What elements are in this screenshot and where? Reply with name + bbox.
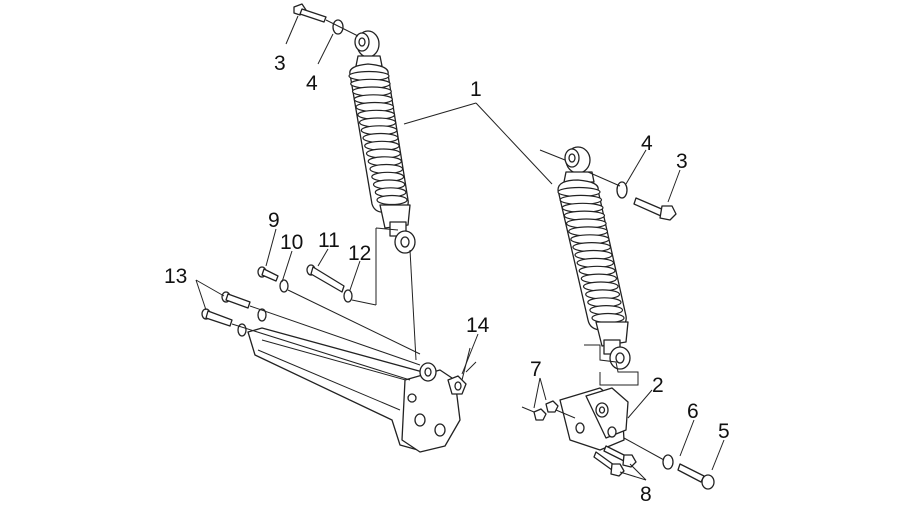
- bolt-3-right: [633, 197, 677, 221]
- right-shock-absorber: [557, 146, 631, 370]
- callout-8: 8: [640, 483, 652, 506]
- washer-12: [343, 289, 353, 303]
- bolt-13-upper: [221, 291, 267, 322]
- bolt-13-lower: [201, 308, 247, 337]
- part-14: [447, 347, 477, 395]
- swing-arm-bracket: [247, 327, 461, 453]
- bolt-3-left: [293, 3, 327, 23]
- washer-4-right: [616, 181, 628, 199]
- washer-10: [279, 279, 289, 293]
- bolt-8-lower: [593, 451, 625, 477]
- callout-11: 11: [318, 229, 340, 252]
- callout-2: 2: [652, 374, 664, 397]
- callout-7: 7: [530, 358, 542, 381]
- callout-14: 14: [466, 314, 490, 337]
- callout-labels: 1 3 4 4 3 9 10 11 12 13 14 7 2 6 5 8: [164, 52, 730, 506]
- leader-lines: [195, 15, 725, 481]
- bolt-5: [677, 463, 715, 490]
- callout-3-right: 3: [676, 150, 688, 173]
- callout-13: 13: [164, 265, 187, 288]
- callout-10: 10: [280, 231, 303, 254]
- nut-7-upper: [545, 400, 559, 413]
- left-shock-absorber: [348, 30, 416, 254]
- bolt-9: [257, 266, 279, 282]
- washer-6: [662, 454, 674, 470]
- washer-4-left: [332, 19, 344, 35]
- callout-9: 9: [268, 209, 280, 232]
- nut-7-lower: [533, 408, 547, 421]
- callout-1: 1: [470, 78, 482, 101]
- bolt-8-upper: [603, 445, 637, 468]
- bolt-11: [306, 264, 345, 293]
- callout-12: 12: [348, 242, 371, 265]
- callout-5: 5: [718, 420, 730, 443]
- callout-4-right: 4: [641, 132, 653, 155]
- bracket-2: [559, 387, 629, 451]
- callout-4-left: 4: [306, 72, 318, 95]
- callout-3-left: 3: [274, 52, 286, 75]
- callout-6: 6: [687, 400, 699, 423]
